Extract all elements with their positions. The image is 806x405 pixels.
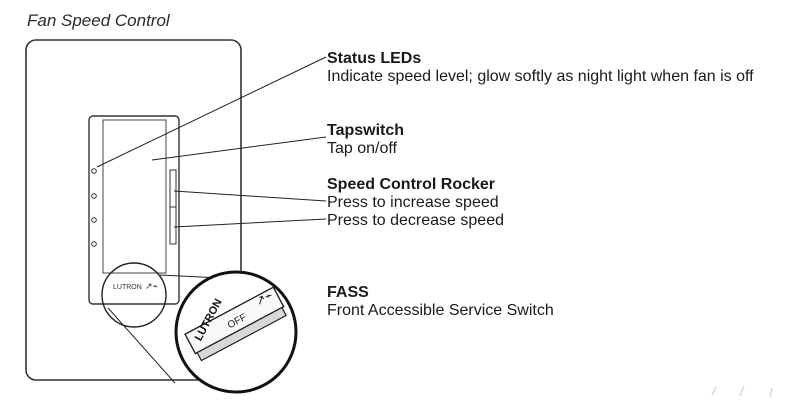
tapswitch-area xyxy=(102,119,167,274)
speed-increase-text: Press to increase speed xyxy=(327,194,499,211)
callout-fass: FASS Front Accessible Service Switch xyxy=(327,284,554,320)
tapswitch-title: Tapswitch xyxy=(327,122,405,139)
fass-icon-small: ↗⌁ xyxy=(145,281,158,291)
fass-title: FASS xyxy=(327,284,369,301)
leader-status-leds xyxy=(96,56,327,168)
brand-label-small: LUTRON xyxy=(113,284,142,291)
diagram-title: Fan Speed Control xyxy=(27,11,170,30)
status-led-2 xyxy=(91,193,97,199)
leader-tapswitch xyxy=(151,136,327,161)
faint-marks xyxy=(711,385,773,398)
leader-speed-decrease xyxy=(173,218,327,228)
status-led-4 xyxy=(91,241,97,247)
status-leds-text: Indicate speed level; glow softly as nig… xyxy=(327,68,754,85)
speed-decrease-text: Press to decrease speed xyxy=(327,212,504,229)
status-led-3 xyxy=(91,217,97,223)
fass-text: Front Accessible Service Switch xyxy=(327,302,554,319)
callout-speed-control: Speed Control Rocker Press to increase s… xyxy=(327,176,504,230)
speed-control-title: Speed Control Rocker xyxy=(327,176,496,193)
status-leds-title: Status LEDs xyxy=(327,50,422,67)
leader-speed-increase xyxy=(173,190,327,202)
tapswitch-text: Tap on/off xyxy=(327,140,397,157)
callout-status-leds: Status LEDs Indicate speed level; glow s… xyxy=(327,50,754,86)
fass-highlight-circle xyxy=(101,262,167,328)
status-led-1 xyxy=(91,168,97,174)
callout-tapswitch: Tapswitch Tap on/off xyxy=(327,122,404,158)
